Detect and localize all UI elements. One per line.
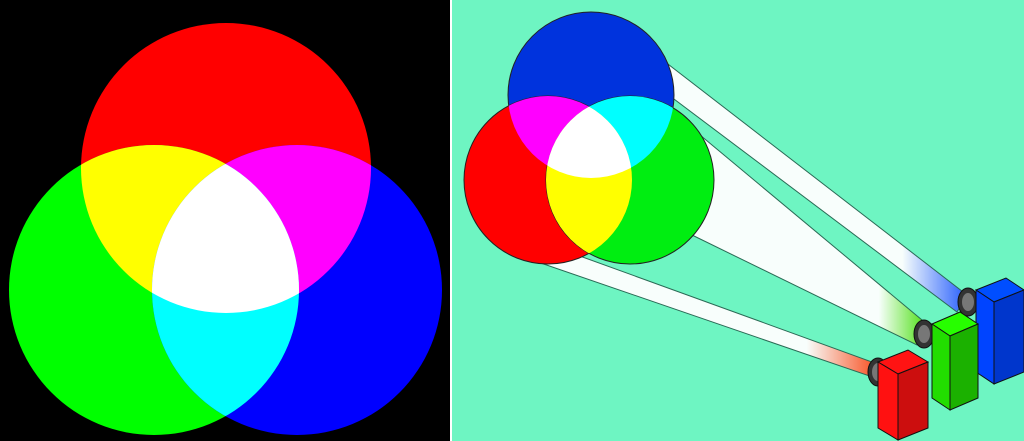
rgb-venn-diagram bbox=[0, 0, 450, 441]
red-projector bbox=[868, 350, 928, 440]
additive-color-panel-left bbox=[0, 0, 450, 441]
projector-illustration-panel-right bbox=[452, 0, 1024, 441]
projector-diagram bbox=[452, 0, 1024, 441]
